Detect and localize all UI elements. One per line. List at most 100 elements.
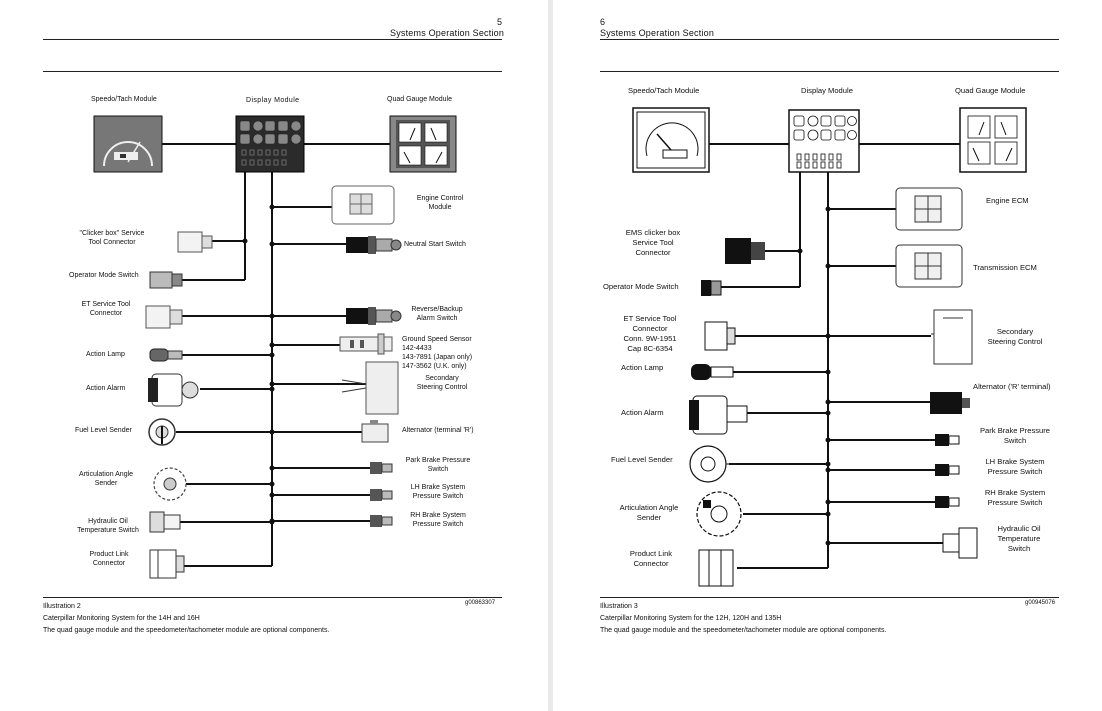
clicker-box-connector-icon	[177, 231, 213, 253]
engine-ecm-icon	[895, 187, 963, 231]
articulation-angle-sender-icon	[696, 491, 742, 537]
page-number: 6	[600, 17, 606, 27]
label-action-lamp: Action Lamp	[86, 351, 125, 358]
figure-id: g00863307	[465, 600, 496, 606]
label-et-service-tool: ET Service Tool Connector	[81, 301, 131, 317]
label-lh-brake-switch: LH Brake System Pressure Switch	[985, 457, 1045, 476]
label-articulation-sender: Articulation Angle Sender	[619, 503, 679, 522]
secondary-steering-control-icon	[931, 309, 973, 365]
engine-control-module-icon	[331, 185, 395, 225]
label-operator-mode-switch: Operator Mode Switch	[603, 282, 679, 291]
lh-brake-switch-icon	[370, 489, 393, 501]
clicker-box-connector-icon	[725, 238, 765, 264]
label-alternator: Alternator ('R' terminal)	[973, 382, 1051, 391]
diagram-bottom-rule	[43, 597, 502, 598]
alternator-icon	[361, 420, 389, 443]
fuel-level-sender-icon	[148, 418, 176, 446]
wiring-diagram-12h-120h-135h	[632, 107, 1027, 587]
label-rh-brake-switch: RH Brake System Pressure Switch	[410, 512, 466, 528]
articulation-angle-sender-icon	[153, 467, 187, 501]
diagram-top-rule	[43, 71, 502, 72]
product-link-connector-icon	[698, 549, 734, 587]
page-number: 5	[497, 17, 503, 27]
speedo-tach-module-icon	[93, 115, 163, 173]
label-neutral-start-switch: Neutral Start Switch	[404, 241, 466, 248]
speedo-tach-module-icon	[632, 107, 710, 173]
display-module-icon	[788, 109, 860, 173]
label-speedo-tach-module: Speedo/Tach Module	[628, 86, 700, 95]
label-product-link: Product Link Connector	[89, 551, 129, 567]
caption-note: The quad gauge module and the speedomete…	[600, 627, 887, 634]
label-action-alarm: Action Alarm	[621, 408, 664, 417]
rh-brake-switch-icon	[370, 515, 393, 527]
label-fuel-level-sender: Fuel Level Sender	[611, 455, 673, 464]
header-rule	[600, 39, 1059, 40]
operator-mode-switch-icon	[701, 280, 722, 296]
label-operator-mode-switch: Operator Mode Switch	[69, 272, 139, 279]
action-alarm-icon	[148, 373, 199, 407]
label-clicker-box: "Clicker box" Service Tool Connector	[79, 230, 145, 246]
neutral-start-switch-icon	[346, 236, 402, 254]
secondary-steering-control-icon	[341, 361, 399, 415]
label-lh-brake-switch: LH Brake System Pressure Switch	[410, 484, 466, 500]
label-engine-ecm: Engine ECM	[986, 196, 1029, 205]
operator-mode-switch-icon	[149, 271, 183, 289]
product-link-connector-icon	[149, 549, 185, 579]
transmission-ecm-icon	[895, 244, 963, 288]
label-ground-speed-sensor: Ground Speed Sensor 142-4433 143-7891 (J…	[402, 336, 473, 370]
label-rh-brake-switch: RH Brake System Pressure Switch	[984, 488, 1046, 507]
label-action-lamp: Action Lamp	[621, 363, 664, 372]
park-brake-switch-icon	[370, 462, 393, 474]
label-engine-control-module: Engine Control Module	[416, 195, 464, 211]
label-fuel-level-sender: Fuel Level Sender	[75, 427, 132, 434]
label-hydraulic-oil-switch: Hydraulic Oil Temperature Switch	[77, 518, 139, 534]
rh-brake-switch-icon	[935, 496, 960, 508]
label-quad-gauge-module: Quad Gauge Module	[387, 96, 452, 103]
et-service-tool-connector-icon	[145, 305, 183, 329]
label-alternator: Alternator (terminal 'R')	[402, 427, 474, 434]
illustration-label: Illustration 2	[43, 603, 81, 610]
figure-id: g00945076	[1025, 600, 1056, 606]
label-display-module: Display Module	[246, 97, 300, 104]
label-hydraulic-oil-switch: Hydraulic Oil Temperature Switch	[997, 524, 1041, 553]
label-secondary-steering: Secondary Steering Control	[416, 375, 468, 391]
action-lamp-icon	[149, 348, 183, 362]
caption-title: Caterpillar Monitoring System for the 12…	[600, 615, 782, 622]
header-rule	[43, 39, 502, 40]
label-transmission-ecm: Transmission ECM	[973, 263, 1037, 272]
label-ems-clicker-box: EMS clicker box Service Tool Connector	[625, 228, 681, 257]
label-action-alarm: Action Alarm	[86, 385, 126, 392]
illustration-label: Illustration 3	[600, 603, 638, 610]
label-reverse-alarm-switch: Reverse/Backup Alarm Switch	[411, 306, 463, 322]
action-lamp-icon	[691, 364, 734, 380]
lh-brake-switch-icon	[935, 464, 960, 476]
quad-gauge-module-icon	[959, 107, 1027, 173]
label-speedo-tach-module: Speedo/Tach Module	[91, 96, 157, 103]
alternator-icon	[930, 392, 970, 414]
label-product-link: Product Link Connector	[629, 549, 673, 568]
label-et-service-tool: ET Service Tool Connector Conn. 9W-1951 …	[623, 314, 677, 353]
page-6: 6 Systems Operation Section	[553, 0, 1102, 711]
label-quad-gauge-module: Quad Gauge Module	[955, 86, 1026, 95]
label-secondary-steering: Secondary Steering Control	[987, 327, 1043, 346]
hydraulic-oil-temp-switch-icon	[149, 511, 181, 533]
page-5: 5 Systems Operation Section	[0, 0, 548, 711]
label-display-module: Display Module	[801, 86, 853, 95]
label-articulation-sender: Articulation Angle Sender	[78, 471, 134, 487]
reverse-alarm-switch-icon	[346, 307, 402, 325]
hydraulic-oil-temp-switch-icon	[942, 527, 978, 559]
diagram-bottom-rule	[600, 597, 1059, 598]
wiring-diagram-14h-16h	[93, 115, 457, 579]
label-park-brake-switch: Park Brake Pressure Switch	[979, 426, 1051, 445]
park-brake-switch-icon	[935, 434, 960, 446]
section-header: Systems Operation Section	[600, 28, 715, 38]
action-alarm-icon	[689, 395, 748, 435]
diagram-top-rule	[600, 71, 1059, 72]
ground-speed-sensor-icon	[339, 333, 393, 355]
section-header: Systems Operation Section	[390, 28, 505, 38]
display-module-icon	[235, 115, 305, 173]
fuel-level-sender-icon	[689, 445, 729, 483]
caption-note: The quad gauge module and the speedomete…	[43, 627, 330, 634]
label-park-brake-switch: Park Brake Pressure Switch	[405, 457, 471, 473]
caption-title: Caterpillar Monitoring System for the 14…	[43, 615, 200, 622]
